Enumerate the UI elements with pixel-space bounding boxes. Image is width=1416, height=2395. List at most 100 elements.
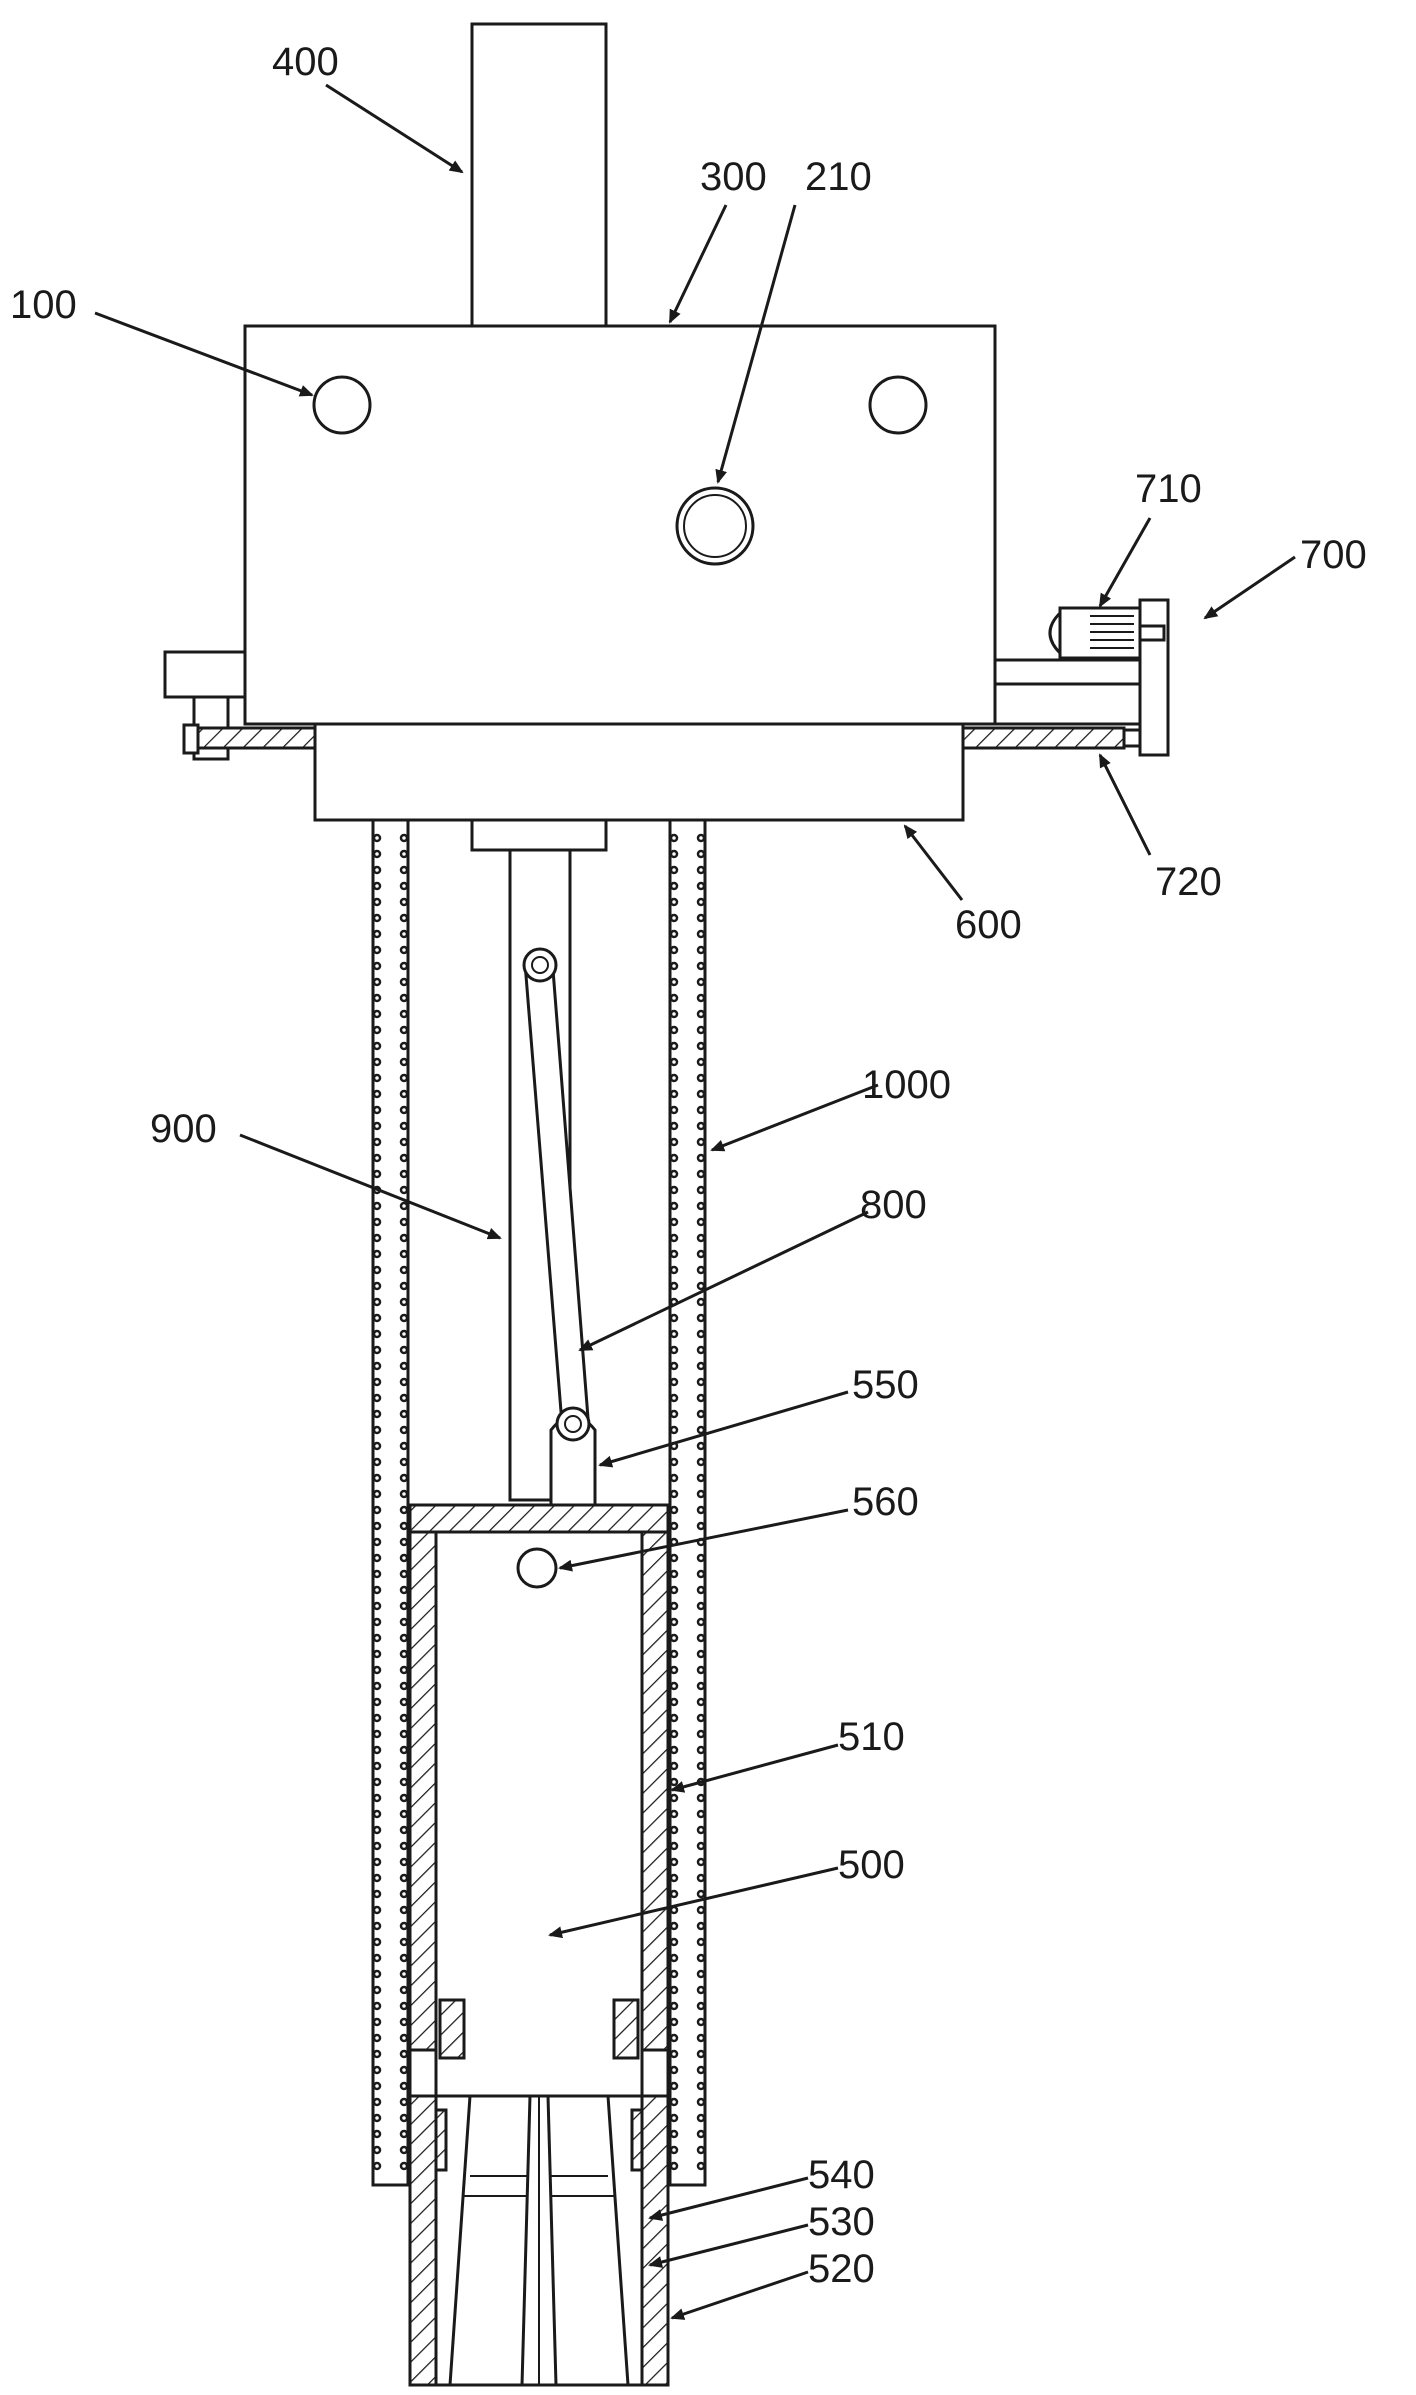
sleeve-dot	[372, 1809, 382, 1819]
sleeve-dot	[669, 849, 679, 859]
sleeve-dot	[372, 2033, 382, 2043]
sleeve-dot	[372, 1409, 382, 1419]
sleeve-dot	[372, 1585, 382, 1595]
sleeve-dot	[696, 1841, 706, 1851]
sleeve-dot	[399, 1521, 409, 1531]
sleeve-dot	[372, 1633, 382, 1643]
sleeve-dot	[669, 1361, 679, 1371]
sleeve-dot	[372, 2081, 382, 2091]
sleeve-dot	[399, 1057, 409, 1067]
sleeve-dot	[696, 1153, 706, 1163]
sleeve-dot	[372, 897, 382, 907]
sleeve-dot	[669, 1617, 679, 1627]
sleeve-dot	[399, 1633, 409, 1643]
collet-530-540	[434, 2094, 644, 2387]
sleeve-dot	[669, 1889, 679, 1899]
sleeve-dot	[696, 1105, 706, 1115]
sleeve-dot	[696, 1281, 706, 1291]
sleeve-dot	[399, 1793, 409, 1803]
sleeve-dot	[372, 1905, 382, 1915]
label-540: 540	[808, 2153, 875, 2197]
sleeve-dot	[696, 1441, 706, 1451]
sleeve-dot	[372, 1745, 382, 1755]
sleeve-dot	[696, 977, 706, 987]
sleeve-dot	[669, 2065, 679, 2075]
arrow-900	[239, 1133, 502, 1240]
label-520: 520	[808, 2247, 875, 2291]
sleeve-dot	[372, 1793, 382, 1803]
sleeve-dot	[399, 1841, 409, 1851]
sleeve-dot	[696, 1009, 706, 1019]
sleeve-dot	[372, 1105, 382, 1115]
sleeve-dot	[669, 913, 679, 923]
sleeve-dot	[399, 1745, 409, 1755]
sleeve-dot	[372, 1425, 382, 1435]
sleeve-dot	[669, 1105, 679, 1115]
sleeve-dot	[696, 1745, 706, 1755]
sleeve-dot	[372, 1025, 382, 1035]
sleeve-dot	[399, 2001, 409, 2011]
sleeve-dot	[669, 1985, 679, 1995]
screw-rod-right	[960, 726, 1126, 750]
label-900: 900	[150, 1107, 217, 1151]
sleeve-dot	[372, 1857, 382, 1867]
sleeve-dot	[669, 1761, 679, 1771]
sleeve-dot	[669, 2081, 679, 2091]
arrow-210	[715, 204, 797, 484]
sleeve-dot	[372, 1153, 382, 1163]
sleeve-dot	[399, 1617, 409, 1627]
sleeve-dot	[669, 1393, 679, 1403]
sleeve-dot	[696, 849, 706, 859]
sleeve-dot	[696, 1553, 706, 1563]
sleeve-dot	[696, 1761, 706, 1771]
sleeve-dot	[372, 1537, 382, 1547]
sleeve-dot	[399, 1729, 409, 1739]
arrow-710	[1098, 517, 1152, 608]
sleeve-dot	[372, 993, 382, 1003]
sleeve-dot	[696, 945, 706, 955]
lower-plate-600	[313, 722, 965, 822]
sleeve-dot	[372, 1329, 382, 1339]
sleeve-dot	[399, 833, 409, 843]
arrow-500	[548, 1866, 839, 1939]
sleeve-dot	[696, 1361, 706, 1371]
sleeve-dot	[399, 1761, 409, 1771]
sleeve-dot	[696, 913, 706, 923]
sleeve-dot	[372, 1297, 382, 1307]
label-600: 600	[955, 903, 1022, 947]
sleeve-dot	[696, 1089, 706, 1099]
sleeve-dot	[669, 1857, 679, 1867]
sleeve-dot	[399, 1089, 409, 1099]
sleeve-dot	[399, 1201, 409, 1211]
sleeve-dot	[399, 1985, 409, 1995]
sleeve-dot	[372, 833, 382, 843]
sleeve-dot	[696, 1345, 706, 1355]
sleeve-dot	[696, 833, 706, 843]
sleeve-dot	[399, 977, 409, 987]
sleeve-dot	[669, 881, 679, 891]
sleeve-dot	[399, 1233, 409, 1243]
sleeve-dot	[372, 1281, 382, 1291]
sleeve-dot	[372, 1217, 382, 1227]
arrow-800	[578, 1210, 869, 1352]
sleeve-dot	[696, 1025, 706, 1035]
sleeve-dot	[696, 1185, 706, 1195]
sleeve-dot	[696, 1985, 706, 1995]
arrow-560	[558, 1508, 849, 1572]
sleeve-dot	[669, 1921, 679, 1931]
sleeve-dot	[669, 1185, 679, 1195]
sleeve-dot	[372, 1921, 382, 1931]
sleeve-dot	[399, 1937, 409, 1947]
sleeve-dot	[669, 2017, 679, 2027]
sleeve-dot	[372, 1457, 382, 1467]
sleeve-dot	[372, 2113, 382, 2123]
label-210: 210	[805, 155, 872, 199]
sleeve-dot	[399, 1777, 409, 1787]
sleeve-dot	[696, 1857, 706, 1867]
sleeve-dot	[372, 1729, 382, 1739]
sleeve-dot	[669, 1137, 679, 1147]
sleeve-dot	[399, 1409, 409, 1419]
sleeve-dot	[372, 1569, 382, 1579]
sleeve-dot	[399, 897, 409, 907]
sleeve-dot	[669, 1457, 679, 1467]
